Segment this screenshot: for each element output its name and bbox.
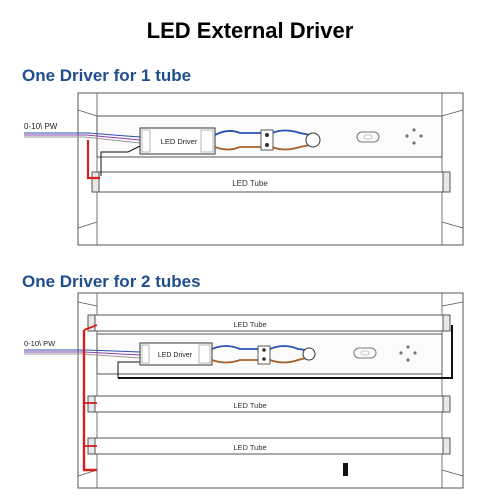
- section-2-wire-connector: [257, 345, 271, 365]
- section-1-led-driver: [139, 127, 216, 155]
- section-2-input-wires: [24, 349, 141, 359]
- fixture-1-inner-frame: [96, 92, 443, 246]
- fixture-2-tube-2-label: LED Tube: [233, 401, 266, 410]
- fixture-2-switch: [343, 463, 348, 476]
- section-1-input-wires: [24, 132, 141, 144]
- fixture-2-tube-1: [87, 314, 451, 332]
- fixture-2: [77, 292, 464, 489]
- section-1-led-driver-label: LED Driver: [161, 137, 198, 146]
- fixture-2-mounting-slot: [353, 347, 377, 359]
- fixture-1-tube-1-end-cap: [91, 171, 100, 193]
- page-title: LED External Driver: [146, 18, 354, 43]
- section-1-output-wires: [214, 129, 311, 151]
- fixture-2-inner-frame: [96, 292, 443, 489]
- fixture-2-tube-3-label: LED Tube: [233, 443, 266, 452]
- fixture-2-tube-1-label: LED Tube: [233, 320, 266, 329]
- section-2-red-wire: [82, 330, 97, 472]
- section-1-heading: One Driver for 1 tube: [22, 66, 192, 85]
- section-2-led-driver-label: LED Driver: [158, 352, 193, 359]
- fixture-1-tube-1-end-cap: [442, 171, 451, 193]
- section-2-led-driver: [139, 342, 213, 366]
- section-1-input-label: 0-10\ PW: [24, 122, 58, 131]
- section-1-red-wire: [86, 140, 100, 180]
- fixture-1-mounting-slot: [356, 131, 380, 143]
- fixture-2-tube-2: [87, 395, 451, 413]
- section-2-wire-loop: [302, 347, 316, 361]
- fixture-2-tube-3: [87, 437, 451, 455]
- section-2-heading: One Driver for 2 tubes: [22, 272, 201, 291]
- fixture-1-tube-1-label: LED Tube: [232, 179, 268, 188]
- section-1-wire-loop: [305, 132, 321, 148]
- section-1-wire-connector: [260, 129, 274, 151]
- section-2-output-wires: [211, 345, 307, 364]
- section-2-black-wire: [118, 325, 453, 379]
- fixture-1-tube-1: [91, 171, 451, 193]
- section-2-input-label: 0-10\ PW: [24, 339, 56, 348]
- fixture-1: [77, 92, 464, 246]
